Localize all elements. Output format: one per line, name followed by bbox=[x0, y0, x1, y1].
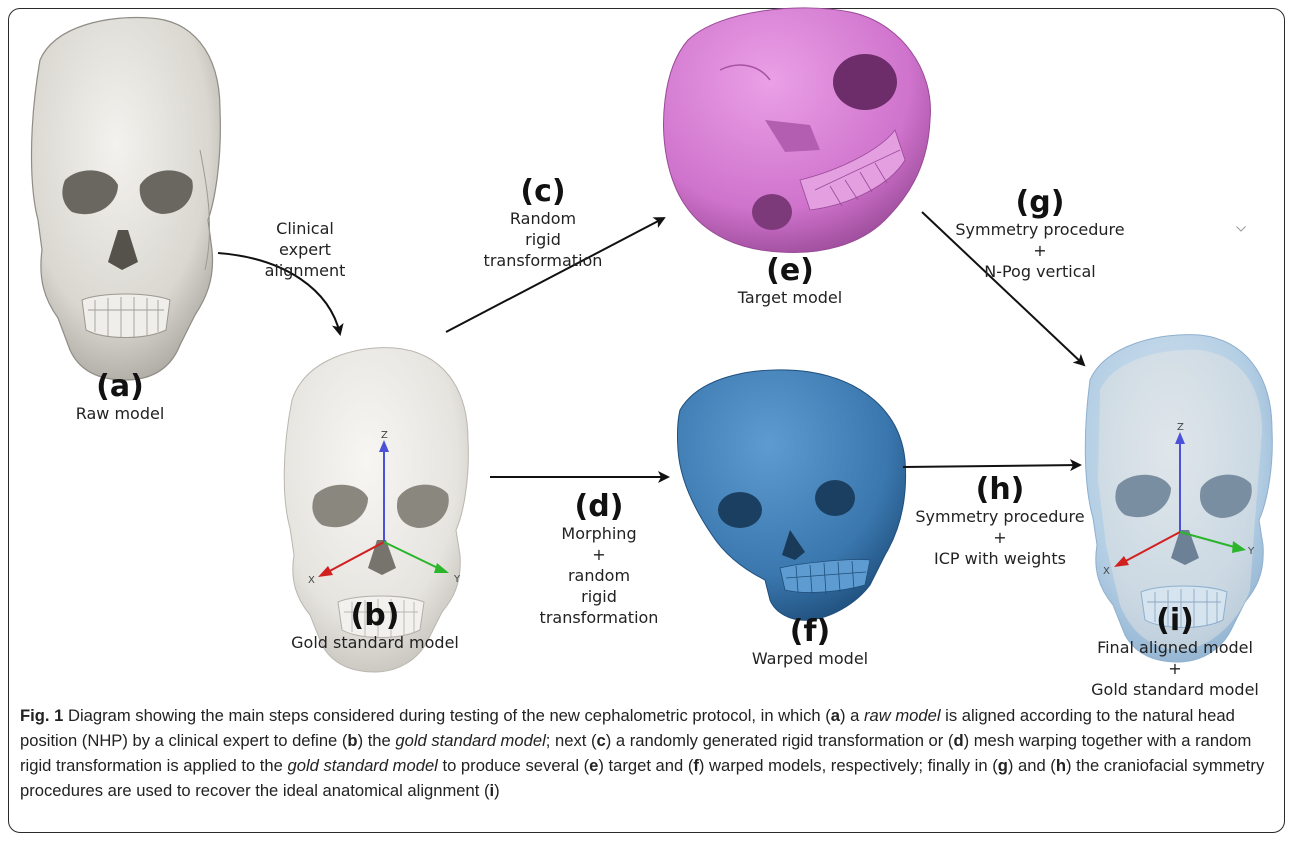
panel-d-line3: random bbox=[524, 565, 674, 586]
caption-ref-g: g bbox=[998, 756, 1008, 775]
panel-h-line3: ICP with weights bbox=[905, 548, 1095, 569]
caption-ref-a: a bbox=[831, 706, 840, 725]
panel-e-label: (e) Target model bbox=[730, 255, 850, 308]
panel-e-letter: (e) bbox=[730, 255, 850, 287]
panel-a-label: (a) Raw model bbox=[60, 371, 180, 424]
axis-y-label: Y bbox=[453, 574, 461, 585]
panel-c-label: (c) Random rigid transformation bbox=[468, 176, 618, 271]
panel-d-line2: + bbox=[524, 544, 674, 565]
panel-g-line1: Symmetry procedure bbox=[945, 219, 1135, 240]
panel-d-line4: rigid transformation bbox=[524, 586, 674, 628]
figure-caption: Fig. 1 Diagram showing the main steps co… bbox=[20, 703, 1275, 803]
axis-z-label: Z bbox=[381, 430, 388, 441]
panel-c-line1: Random bbox=[468, 208, 618, 229]
panel-h-letter: (h) bbox=[905, 474, 1095, 506]
panel-h-line1: Symmetry procedure bbox=[905, 506, 1095, 527]
caption-term-raw-model: raw model bbox=[864, 706, 941, 725]
panel-b-name: Gold standard model bbox=[290, 632, 460, 653]
skull-raw-model bbox=[32, 17, 221, 380]
panel-c-line2: rigid transformation bbox=[468, 229, 618, 271]
panel-f-letter: (f) bbox=[740, 616, 880, 648]
caption-text: ) the bbox=[358, 731, 396, 750]
panel-g-line2: + bbox=[945, 240, 1135, 261]
skull-target-model bbox=[664, 8, 931, 253]
arrow-f-to-i bbox=[903, 465, 1080, 467]
caption-fig-number: Fig. 1 bbox=[20, 706, 63, 725]
caption-text: to produce several ( bbox=[438, 756, 589, 775]
arrow-label-expert: Clinical expert alignment bbox=[255, 218, 355, 281]
expert-label-line1: Clinical expert bbox=[255, 218, 355, 260]
panel-c-letter: (c) bbox=[468, 176, 618, 208]
panel-d-label: (d) Morphing + random rigid transformati… bbox=[524, 491, 674, 628]
caption-text: ) bbox=[494, 781, 500, 800]
panel-h-line2: + bbox=[905, 527, 1095, 548]
caption-text: ) warped models, respectively; finally i… bbox=[699, 756, 998, 775]
panel-i-letter: (i) bbox=[1075, 605, 1275, 637]
axis-x-label: X bbox=[308, 575, 315, 586]
panel-g-label: (g) Symmetry procedure + N-Pog vertical bbox=[945, 187, 1135, 282]
panel-d-line1: Morphing bbox=[524, 523, 674, 544]
caption-ref-c: c bbox=[597, 731, 606, 750]
panel-e-name: Target model bbox=[730, 287, 850, 308]
panel-b-label: (b) Gold standard model bbox=[290, 600, 460, 653]
caption-term-gold-standard: gold standard model bbox=[395, 731, 545, 750]
caption-ref-d: d bbox=[953, 731, 963, 750]
caption-term-gold-standard: gold standard model bbox=[288, 756, 438, 775]
final-axis-y-label: Y bbox=[1247, 546, 1255, 557]
panel-i-line2: + bbox=[1075, 658, 1275, 679]
panel-f-label: (f) Warped model bbox=[740, 616, 880, 669]
caption-text: ) target and ( bbox=[598, 756, 693, 775]
caption-text: ) a randomly generated rigid transformat… bbox=[606, 731, 954, 750]
panel-h-label: (h) Symmetry procedure + ICP with weight… bbox=[905, 474, 1095, 569]
panel-a-name: Raw model bbox=[60, 403, 180, 424]
panel-a-letter: (a) bbox=[60, 371, 180, 403]
final-axis-x-label: X bbox=[1103, 566, 1110, 577]
chevron-down-icon[interactable] bbox=[1236, 226, 1246, 232]
panel-d-letter: (d) bbox=[524, 491, 674, 523]
caption-text: ; next ( bbox=[546, 731, 597, 750]
caption-ref-h: h bbox=[1056, 756, 1066, 775]
panel-b-letter: (b) bbox=[290, 600, 460, 632]
panel-i-line1: Final aligned model bbox=[1075, 637, 1275, 658]
caption-text: ) a bbox=[840, 706, 864, 725]
caption-ref-b: b bbox=[347, 731, 357, 750]
expert-label-line2: alignment bbox=[255, 260, 355, 281]
panel-g-letter: (g) bbox=[945, 187, 1135, 219]
panel-g-line3: N-Pog vertical bbox=[945, 261, 1135, 282]
panel-i-line3: Gold standard model bbox=[1075, 679, 1275, 700]
final-axis-z-label: Z bbox=[1177, 422, 1184, 433]
panel-f-name: Warped model bbox=[740, 648, 880, 669]
caption-ref-e: e bbox=[589, 756, 598, 775]
caption-text: ) and ( bbox=[1008, 756, 1056, 775]
skull-warped-model bbox=[677, 370, 905, 620]
caption-text: Diagram showing the main steps considere… bbox=[63, 706, 830, 725]
panel-i-label: (i) Final aligned model + Gold standard … bbox=[1075, 605, 1275, 700]
